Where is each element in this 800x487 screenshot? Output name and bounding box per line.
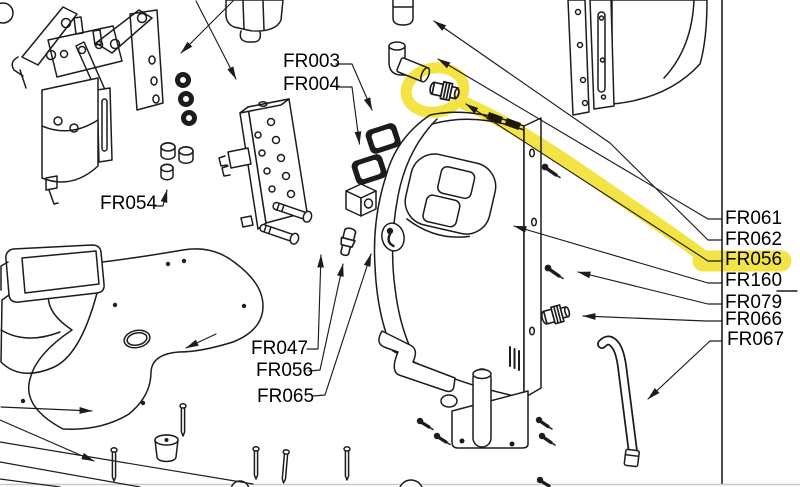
part-label-fr047: FR047	[251, 338, 309, 359]
rubber-foot	[154, 434, 179, 463]
part-label-fr079: FR079	[725, 292, 783, 313]
part-label-fr056-left: FR056	[256, 360, 314, 381]
part-label-fr054: FR054	[100, 193, 158, 214]
part-label-fr066: FR066	[725, 309, 783, 330]
highlighted-fitting	[429, 81, 460, 102]
mounting-pins	[110, 403, 423, 487]
part-label-fr061: FR061	[725, 208, 783, 229]
part-label-fr004: FR004	[283, 74, 341, 95]
manifold-plate	[218, 98, 308, 230]
part-label-fr062: FR062	[725, 229, 783, 250]
hinge-plate	[567, 0, 615, 116]
main-housing-cover	[373, 111, 542, 449]
part-label-fr003: FR003	[283, 51, 341, 72]
lock-icon	[381, 222, 405, 252]
barb-fitting	[541, 304, 571, 325]
part-label-fr056-highlighted: FR056	[725, 249, 783, 270]
spacers	[160, 142, 194, 181]
bracket-assembly	[0, 2, 164, 205]
mounting-screws	[259, 201, 313, 245]
solenoid-stub	[225, 0, 284, 43]
part-label-fr067: FR067	[727, 329, 785, 350]
display-recess	[404, 153, 497, 238]
junction-cube	[345, 183, 377, 217]
bent-rod-handle	[597, 335, 640, 468]
small-screws	[416, 163, 564, 487]
rear-panel	[567, 0, 708, 116]
part-label-fr065: FR065	[257, 386, 315, 407]
top-pipe	[392, 0, 414, 26]
drip-tray	[0, 244, 105, 374]
part-label-fr160: FR160	[725, 270, 783, 291]
grommets	[175, 72, 197, 126]
small-fitting	[340, 227, 357, 257]
gasket-frames	[351, 123, 401, 185]
